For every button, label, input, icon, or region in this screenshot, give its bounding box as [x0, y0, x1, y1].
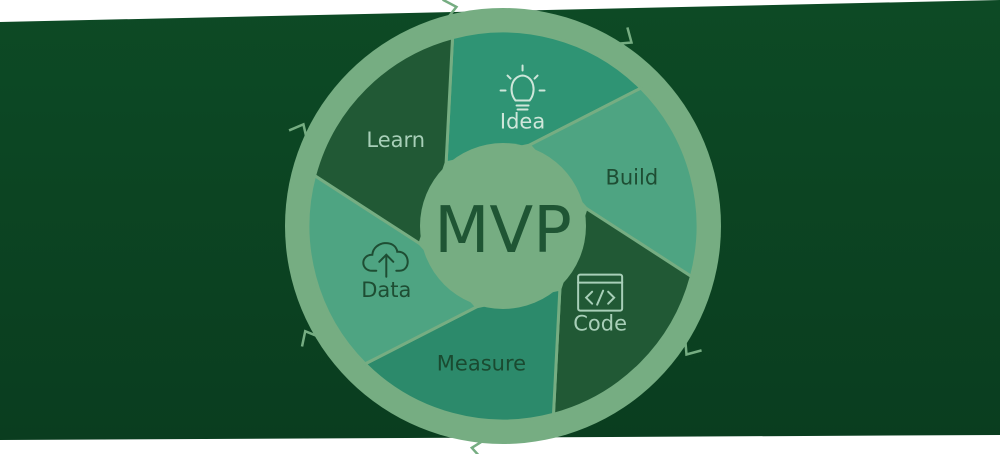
center-hub	[420, 143, 586, 309]
segment-label-learn: Learn	[366, 128, 425, 152]
segment-label-data: Data	[361, 278, 411, 302]
segment-label-idea: Idea	[500, 110, 545, 134]
cloud-upload-icon	[362, 242, 409, 278]
code-window-icon	[577, 273, 624, 312]
segment-label-code: Code	[573, 312, 627, 336]
cycle-arrow-4	[469, 438, 486, 454]
cycle-arrow-6	[288, 122, 309, 140]
cycle-arrow-1	[442, 0, 459, 20]
cycle-arrow-5	[300, 329, 321, 347]
segment-label-measure: Measure	[437, 351, 526, 375]
lightbulb-icon	[499, 64, 546, 111]
segment-label-build: Build	[605, 166, 658, 190]
segment-learn	[312, 35, 455, 246]
cycle-arrow-2	[615, 27, 634, 46]
center-label: MVP	[434, 194, 572, 268]
cycle-arrow-3	[683, 338, 702, 357]
